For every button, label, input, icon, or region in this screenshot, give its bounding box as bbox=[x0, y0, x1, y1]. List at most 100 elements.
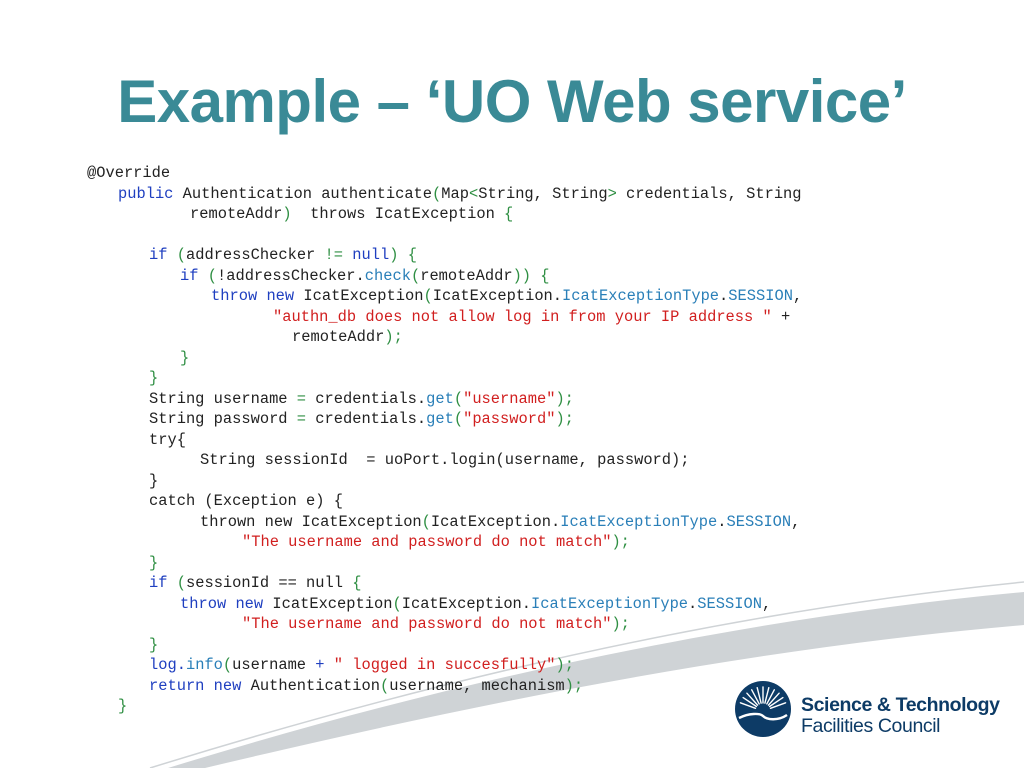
code-token: ); bbox=[564, 676, 584, 695]
code-token: { bbox=[504, 205, 514, 223]
code-token: IcatException. bbox=[432, 287, 563, 305]
code-token: IcatException bbox=[294, 287, 424, 305]
code-token: IcatExceptionType bbox=[560, 512, 718, 531]
code-token: } bbox=[149, 553, 159, 572]
code-token: String password bbox=[149, 410, 297, 428]
code-line: } bbox=[180, 348, 189, 369]
code-line: "The username and password do not match"… bbox=[242, 532, 630, 553]
code-token: remoteAddr bbox=[190, 205, 283, 223]
code-token: ( bbox=[176, 574, 186, 592]
code-token: = bbox=[296, 389, 307, 408]
code-token: ) bbox=[282, 205, 292, 223]
code-line: String username = credentials.get("usern… bbox=[149, 389, 574, 410]
code-token: if bbox=[149, 246, 168, 264]
code-token bbox=[167, 574, 176, 592]
code-token: ( bbox=[432, 184, 442, 203]
code-token: log. bbox=[149, 656, 186, 674]
code-line: String password = credentials.get("passw… bbox=[149, 409, 574, 430]
code-token: credentials. bbox=[306, 389, 427, 408]
code-token: "authn_db does not allow log in from you… bbox=[273, 307, 772, 326]
code-token: try{ bbox=[149, 430, 186, 449]
code-token: String, String bbox=[478, 184, 608, 203]
code-token: thrown new IcatException bbox=[200, 512, 422, 531]
code-token: remoteAddr bbox=[292, 328, 385, 346]
code-token: , bbox=[792, 287, 803, 305]
code-line: String sessionId = uoPort.login(username… bbox=[200, 450, 690, 471]
code-line: } bbox=[149, 553, 158, 574]
code-token: } bbox=[149, 635, 159, 654]
code-token: Map bbox=[441, 184, 469, 203]
code-token: "The username and password do not match" bbox=[242, 615, 612, 633]
code-token: { bbox=[352, 574, 362, 592]
code-token: !addressChecker. bbox=[216, 266, 365, 285]
code-token: @Override bbox=[87, 164, 171, 182]
code-token: SESSION bbox=[726, 512, 792, 531]
code-token: Authentication bbox=[241, 676, 380, 695]
code-token: String username bbox=[149, 389, 297, 408]
code-line: "authn_db does not allow log in from you… bbox=[273, 307, 790, 328]
code-token: SESSION bbox=[728, 287, 793, 305]
code-token: username, mechanism bbox=[389, 676, 565, 695]
code-token: . bbox=[719, 287, 729, 305]
code-line: return new Authentication(username, mech… bbox=[149, 676, 583, 697]
logo-text-line1: Science & Technology bbox=[801, 694, 1000, 716]
code-line: log.info(username + " logged in succesfu… bbox=[149, 655, 574, 676]
code-token: Authentication authenticate bbox=[173, 184, 433, 203]
code-token: public bbox=[118, 184, 174, 203]
code-token: "The username and password do not match" bbox=[242, 533, 612, 551]
code-line: if (addressChecker != null) { bbox=[149, 245, 417, 266]
code-token: throws IcatException bbox=[291, 205, 505, 223]
code-line: catch (Exception e) { bbox=[149, 491, 343, 512]
swoosh-band bbox=[168, 592, 1024, 768]
slide-title: Example – ‘UO Web service’ bbox=[117, 68, 907, 135]
code-token: ( bbox=[453, 389, 464, 408]
logo-text-line2: Facilities Council bbox=[801, 715, 941, 737]
code-token: credentials. bbox=[306, 410, 427, 428]
code-token bbox=[167, 246, 176, 264]
code-token: } bbox=[118, 697, 128, 715]
code-token: . bbox=[717, 512, 727, 531]
code-token: { bbox=[407, 246, 417, 264]
stfc-logo-icon bbox=[735, 681, 791, 737]
code-token: throw bbox=[180, 594, 227, 613]
code-token: ); bbox=[555, 389, 574, 408]
code-token: } bbox=[149, 369, 159, 387]
code-line: } bbox=[149, 471, 158, 492]
code-token: new bbox=[213, 676, 242, 695]
code-token: + bbox=[771, 307, 791, 326]
code-line: public Authentication authenticate(Map<S… bbox=[118, 184, 802, 205]
code-token: info bbox=[185, 656, 223, 674]
code-line: } bbox=[118, 696, 127, 717]
code-token: . bbox=[688, 594, 698, 613]
code-token: new bbox=[235, 594, 264, 613]
code-line: thrown new IcatException(IcatException.I… bbox=[200, 512, 800, 533]
code-line: throw new IcatException(IcatException.Ic… bbox=[180, 594, 771, 615]
code-token bbox=[204, 677, 213, 695]
code-token: get bbox=[426, 389, 454, 408]
code-token: ( bbox=[423, 287, 433, 305]
code-token: username bbox=[232, 656, 316, 674]
code-token: sessionId == null bbox=[185, 574, 353, 592]
code-token: new bbox=[266, 287, 295, 305]
code-token: , bbox=[791, 512, 801, 531]
code-token: remoteAddr bbox=[420, 266, 513, 285]
code-token: != bbox=[324, 246, 344, 264]
code-token: ( bbox=[410, 266, 421, 285]
code-token: IcatExceptionType bbox=[562, 287, 720, 305]
code-token bbox=[198, 267, 207, 285]
code-token: check bbox=[364, 266, 411, 285]
code-line: remoteAddr); bbox=[292, 327, 403, 348]
code-token: ); bbox=[555, 410, 574, 428]
code-token: IcatExceptionType bbox=[531, 594, 689, 613]
code-token: ( bbox=[176, 246, 186, 264]
code-token bbox=[398, 246, 407, 264]
code-line: @Override bbox=[87, 163, 170, 184]
code-line: } bbox=[149, 635, 158, 656]
code-token: ( bbox=[379, 676, 390, 695]
code-token: IcatException. bbox=[430, 512, 561, 531]
stfc-logo: Science & Technology Facilities Council bbox=[734, 680, 1004, 740]
code-token: "password" bbox=[463, 410, 556, 428]
code-line: throw new IcatException(IcatException.Ic… bbox=[211, 286, 802, 307]
